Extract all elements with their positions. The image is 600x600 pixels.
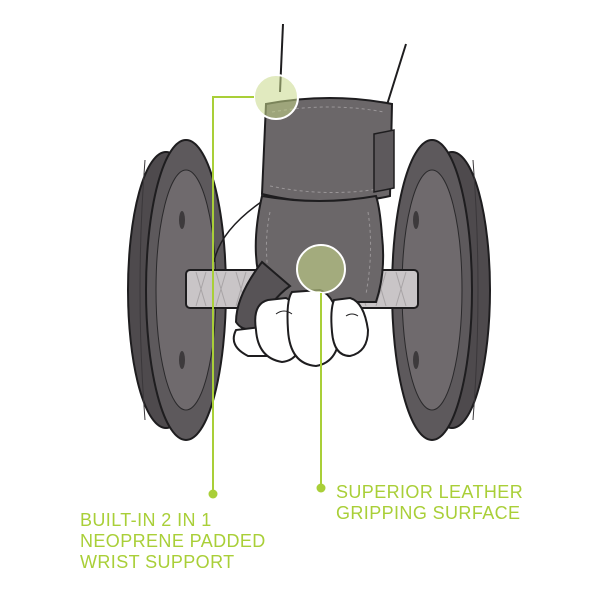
wrist-support-leader: [208, 96, 254, 499]
wrist-support-callout-line1: BUILT-IN 2 IN 1: [80, 510, 212, 530]
wrist-wrap: [260, 97, 395, 204]
wrist-support-callout: BUILT-IN 2 IN 1 NEOPRENE PADDED WRIST SU…: [80, 510, 266, 573]
wrist-support-highlight: [253, 74, 299, 120]
gripping-surface-callout: SUPERIOR LEATHER GRIPPING SURFACE: [336, 482, 523, 524]
wrist-support-callout-line2: NEOPRENE PADDED: [80, 531, 266, 551]
fingers: [232, 288, 370, 368]
right-weight-plates: [391, 139, 491, 441]
gripping-surface-callout-line1: SUPERIOR LEATHER: [336, 482, 524, 502]
gripping-surface-callout-line2: GRIPPING SURFACE: [336, 503, 521, 523]
wrist-support-callout-line3: WRIST SUPPORT: [80, 552, 235, 572]
gripping-surface-highlight: [296, 244, 346, 294]
glove-strap: [213, 199, 265, 263]
gripping-surface-leader: [316, 293, 326, 493]
